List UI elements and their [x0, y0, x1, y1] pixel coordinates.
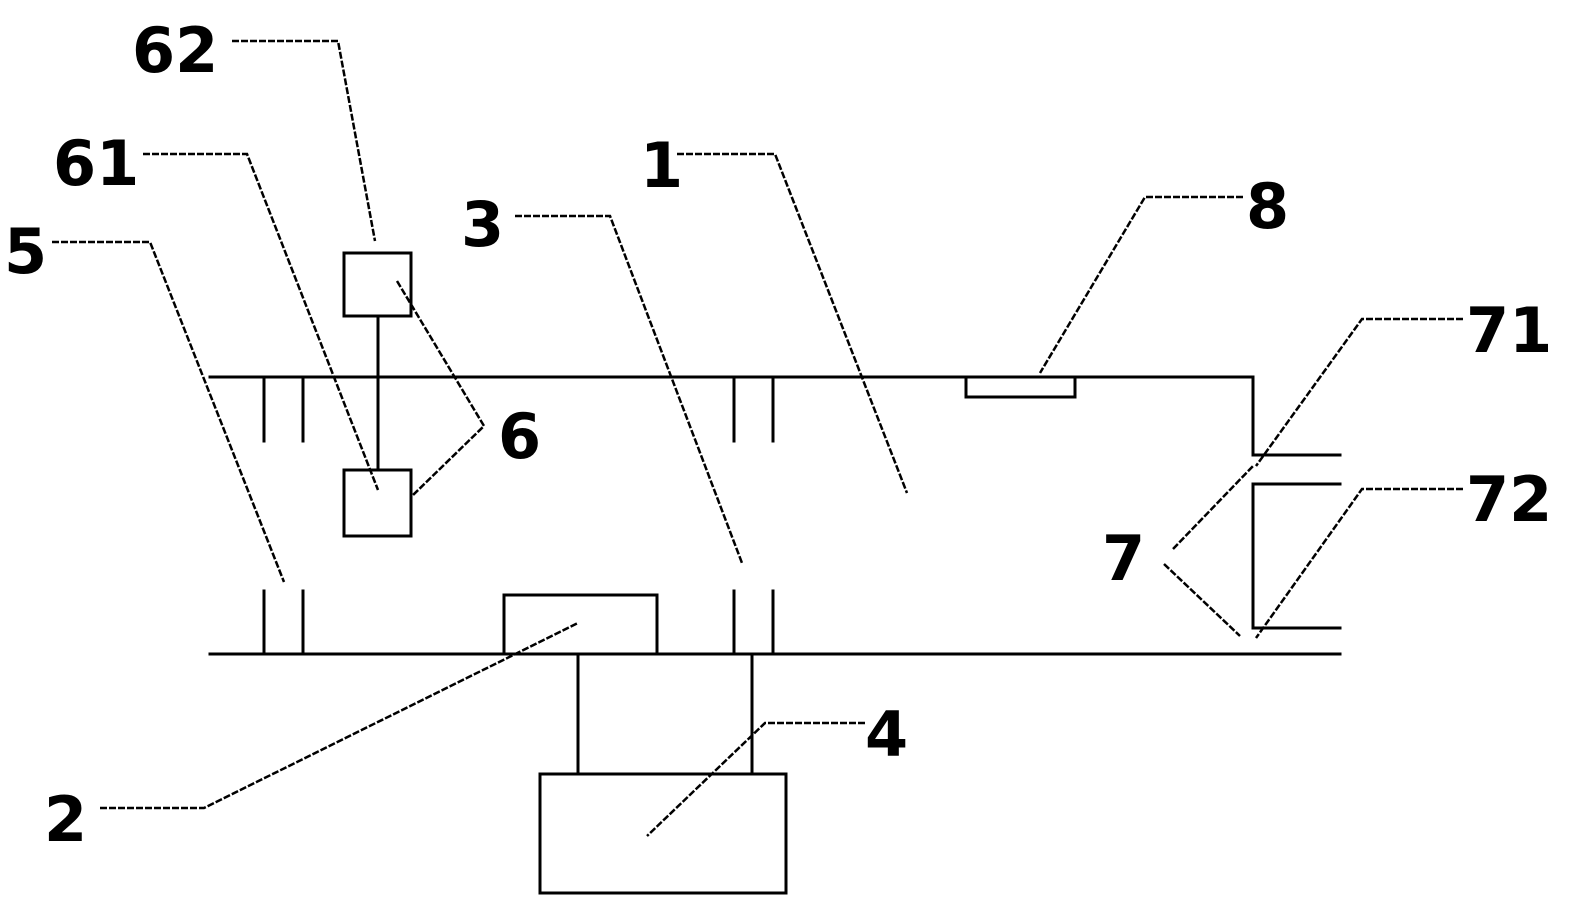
label-62: 62	[132, 14, 218, 87]
leader-72	[1254, 487, 1463, 639]
component-62-box	[342, 251, 413, 318]
label-4: 4	[865, 698, 908, 771]
component-61-box	[342, 468, 413, 538]
label-61: 61	[53, 127, 139, 200]
label-1: 1	[640, 129, 683, 202]
leader-1	[677, 152, 909, 494]
reference-numerals: 62 61 5 3 1 8 71 6 7 72 4 2	[4, 14, 1552, 856]
component-6	[342, 251, 413, 538]
leader-2	[100, 621, 579, 810]
leader-8	[1038, 195, 1243, 374]
label-7: 7	[1102, 522, 1145, 595]
leader-7-upper	[1172, 464, 1255, 550]
bottom-fins	[262, 589, 775, 656]
label-3: 3	[461, 188, 504, 261]
leader-62	[232, 39, 377, 242]
label-72: 72	[1466, 463, 1552, 536]
leader-5	[52, 240, 286, 583]
top-wall	[208, 375, 1255, 457]
leader-61	[143, 152, 380, 491]
leader-6	[395, 280, 486, 497]
leader-71	[1254, 317, 1463, 467]
top-fins	[262, 375, 775, 443]
component-2-block	[502, 593, 659, 656]
body-outline	[208, 375, 1342, 656]
leader-3	[515, 214, 744, 564]
leader-7-lower	[1163, 563, 1241, 637]
leader-4	[646, 721, 865, 837]
label-6: 6	[498, 400, 541, 473]
label-5: 5	[4, 215, 47, 288]
component-4-box	[538, 772, 788, 895]
leader-lines	[52, 39, 1463, 837]
label-8: 8	[1246, 170, 1289, 243]
label-2: 2	[44, 783, 87, 856]
component-8-plate	[964, 375, 1077, 399]
outlet-lower-bracket	[1251, 482, 1342, 630]
label-71: 71	[1466, 294, 1552, 367]
